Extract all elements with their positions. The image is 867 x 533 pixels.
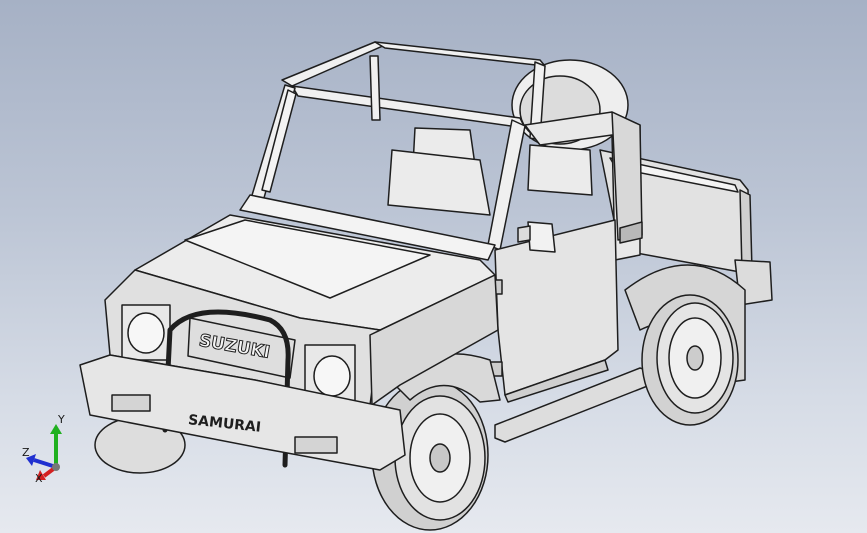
rear-wheel	[624, 264, 746, 426]
front-bumper	[79, 354, 406, 471]
triad-origin	[52, 463, 60, 471]
y-axis-arrow	[50, 424, 62, 467]
x-axis-label: X	[35, 472, 43, 482]
headlight-left	[121, 304, 171, 361]
y-axis-label: Y	[57, 413, 65, 426]
roll-cage	[249, 41, 546, 251]
bumper-badge-text: SAMURAI	[187, 412, 261, 436]
z-axis-label: Z	[22, 446, 30, 459]
windshield-frame	[239, 89, 496, 261]
bull-bar	[162, 309, 291, 468]
seats	[387, 127, 593, 216]
coordinate-triad: Y Z X	[22, 413, 65, 482]
z-axis-arrow	[26, 454, 57, 469]
side-mirror	[517, 221, 556, 253]
door-panel	[489, 219, 619, 403]
grille	[187, 317, 296, 379]
